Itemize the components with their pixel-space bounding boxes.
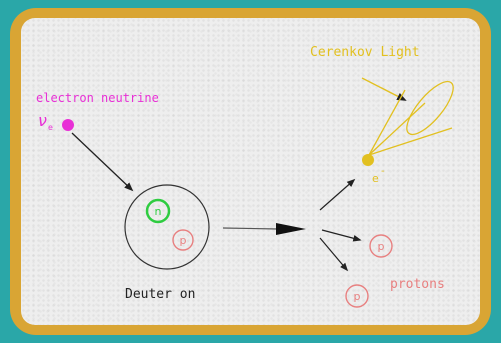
protons-label: protons (390, 277, 445, 292)
cerenkov-label: Cerenkov Light (310, 45, 420, 60)
neutrino-title: electron neutrine (36, 91, 159, 105)
proton-label-out-1: p (378, 240, 385, 253)
cerenkov-cone (368, 80, 454, 156)
electron-dot (362, 154, 374, 166)
deuteron-circle (124, 184, 210, 270)
deuteron-label: Deuter on (125, 287, 195, 302)
reaction-line (222, 227, 279, 230)
neutrino-subscript: e (48, 123, 53, 132)
electron-charge: - (381, 166, 385, 177)
proton-label-deuteron: p (180, 234, 187, 247)
proton-circle-out-1 (369, 234, 393, 258)
neutrino-dot (62, 119, 74, 131)
cerenkov-pointer (361, 77, 407, 101)
proton-circle-deuteron (172, 229, 194, 251)
electron-arrow (319, 178, 356, 211)
diagram-board (21, 18, 480, 325)
proton-arrow-upper (321, 229, 362, 242)
proton-label-out-2: p (354, 290, 361, 303)
electron-label: e (372, 172, 379, 185)
neutrino-symbol: ν (38, 111, 47, 130)
neutron-circle (145, 198, 171, 224)
proton-arrow-lower (319, 237, 349, 272)
reaction-arrowhead (276, 223, 306, 235)
incoming-neutrino-arrow (71, 132, 134, 192)
neutron-label: n (155, 205, 162, 218)
proton-circle-out-2 (345, 284, 369, 308)
